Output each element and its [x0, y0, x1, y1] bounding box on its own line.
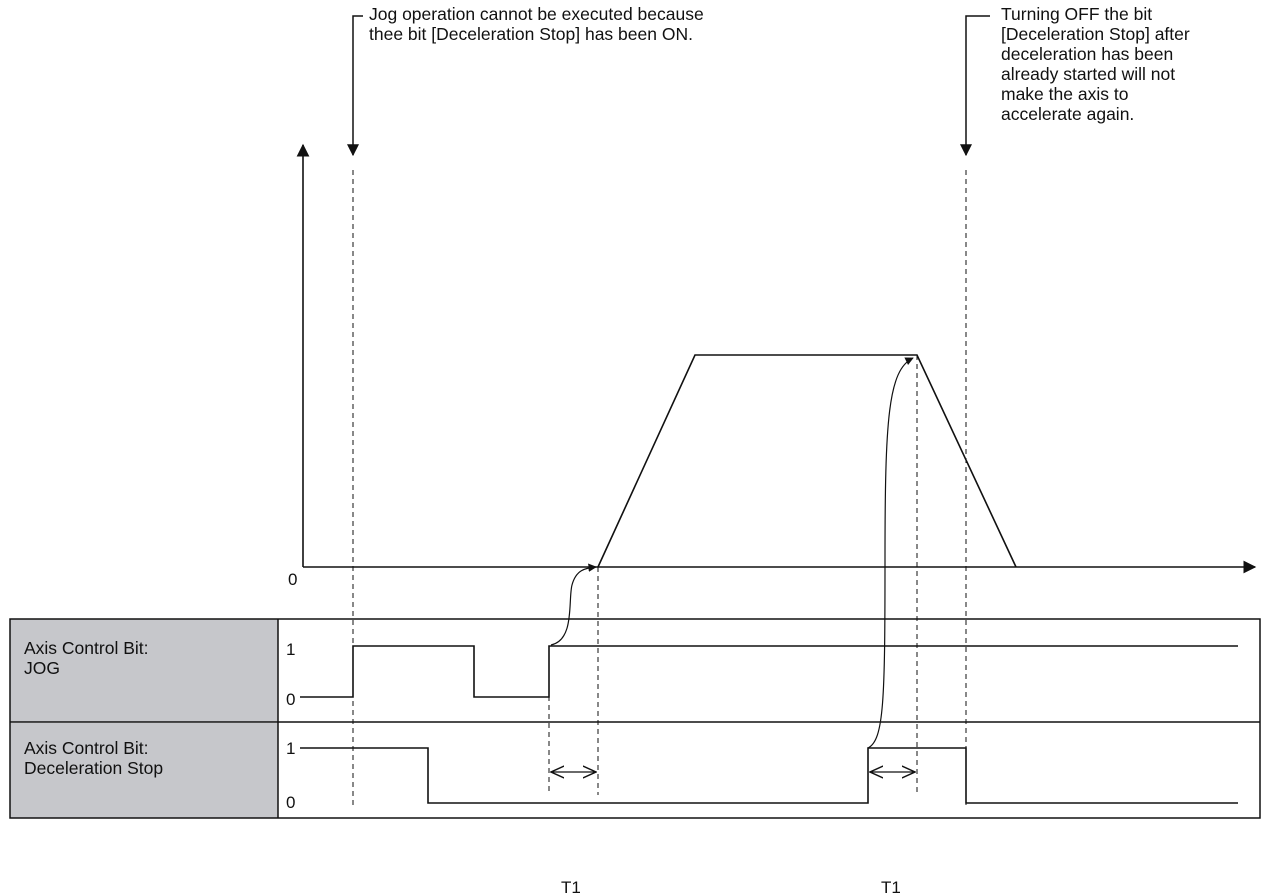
jog-waveform: [300, 645, 1238, 698]
origin-label: 0: [288, 570, 297, 589]
velocity-profile: [597, 354, 1017, 568]
decel-stop-waveform: [300, 747, 1238, 804]
signal-label-cell-decel-stop: [10, 723, 278, 818]
signal-table: [9, 618, 1261, 819]
cause-arrow-jog-start: [550, 563, 597, 646]
signal-label-cell-jog: [10, 619, 278, 722]
callout-arrow-jog-blocked: [347, 15, 363, 157]
signal-label-decel-stop: Axis Control Bit: Deceleration Stop: [24, 738, 164, 778]
dashed-guides: [352, 170, 967, 805]
annotation-decel-off: Turning OFF the bit [Deceleration Stop] …: [1001, 4, 1190, 124]
callout-arrow-decel-off: [960, 15, 990, 157]
interval-label-2: T1: [881, 878, 901, 896]
decel-level-high: 1: [286, 739, 295, 758]
jog-level-high: 1: [286, 640, 295, 659]
cause-arrow-decel-start: [867, 357, 914, 749]
jog-level-low: 0: [286, 690, 295, 709]
interval-label-1: T1: [561, 878, 581, 896]
decel-level-low: 0: [286, 793, 295, 812]
graph-axes: [296, 143, 1257, 574]
signal-label-jog: Axis Control Bit: JOG: [24, 638, 149, 678]
annotation-jog-blocked: Jog operation cannot be executed because…: [369, 4, 704, 44]
